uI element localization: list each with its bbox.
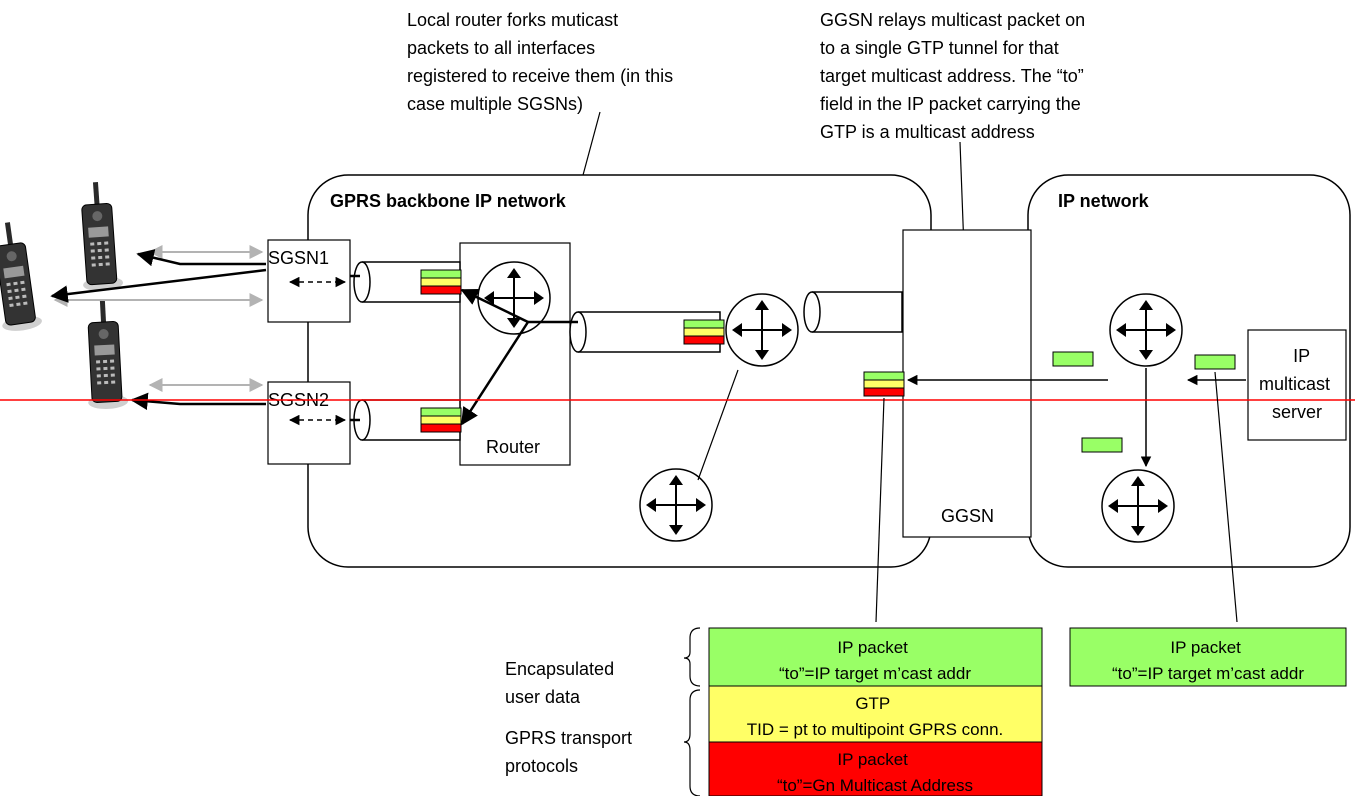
router-link-line: [697, 369, 739, 481]
multicast-server-box: [1247, 329, 1347, 441]
stack-cell-text: IP packet “to”=IP target m’cast addr: [779, 638, 971, 683]
brace-encapsulated: [683, 627, 701, 687]
stack-cell-gtp: [708, 685, 1043, 743]
brace-transport: [683, 689, 701, 796]
router-icon: [1109, 293, 1183, 367]
stack-cell-ip-transport: [708, 741, 1043, 796]
router-fork-lines: [350, 274, 578, 426]
mobile-phone-icon: [82, 298, 130, 411]
gprs-backbone-title: GPRS backbone IP network: [330, 191, 567, 211]
router-fork-line: packets to all interfaces: [407, 38, 595, 58]
packet-icon: [863, 371, 905, 397]
stack-callout-line: [875, 397, 885, 623]
tunnel-icon: [803, 291, 903, 333]
stack-cell-text: GTP TID = pt to multipoint GPRS conn.: [747, 694, 1004, 739]
packet-icon: [420, 269, 462, 295]
router-icon: [1101, 469, 1175, 543]
stack-callout-line: [1214, 371, 1238, 623]
ggsn-relay-line: GTP is a multicast address: [820, 122, 1035, 142]
multicast-server-label: IP multicast server: [1259, 346, 1335, 422]
router-label: Router: [486, 437, 540, 457]
packet-icon: [1194, 354, 1236, 370]
router-fork-line: Local router forks muticast: [407, 10, 618, 30]
router-fork-line: case multiple SGSNs): [407, 94, 583, 114]
mobile-phone-icon: [0, 219, 44, 334]
stack-cell-text: IP packet “to”=Gn Multicast Address: [777, 750, 973, 795]
router-icon: [725, 293, 799, 367]
ggsn-box: [902, 229, 1032, 538]
router-fork-line: registered to receive them (in this: [407, 66, 673, 86]
stack-cell-ip-user: [1069, 627, 1347, 687]
mobile-phone-icon: [75, 180, 125, 293]
protocol-stack-right: IP packet “to”=IP target m’cast addr: [1069, 627, 1347, 687]
packet-icon: [1081, 437, 1123, 453]
stack-cell-text: IP packet “to”=IP target m’cast addr: [1112, 638, 1304, 683]
phone-links: [50, 245, 267, 411]
transport-label: GPRS transport protocols: [505, 728, 637, 776]
router-fork-annotation: Local router forks muticast packets to a…: [407, 10, 678, 114]
ggsn-label: GGSN: [941, 506, 994, 526]
ggsn-relay-line: target multicast address. The “to”: [820, 66, 1084, 86]
ip-network-title: IP network: [1058, 191, 1150, 211]
ggsn-relay-annotation: GGSN relays multicast packet on to a sin…: [820, 10, 1090, 142]
encapsulated-label: Encapsulated user data: [505, 659, 619, 707]
gprs-backbone-region: [307, 174, 932, 568]
packet-icon: [683, 319, 725, 345]
ggsn-relay-line: GGSN relays multicast packet on: [820, 10, 1085, 30]
protocol-stack: IP packet “to”=IP target m’cast addr GTP…: [708, 627, 1043, 796]
router-icon: [639, 468, 713, 542]
sgsn1-label: SGSN1: [268, 248, 329, 268]
ggsn-relay-line: to a single GTP tunnel for that: [820, 38, 1059, 58]
packet-icon: [420, 407, 462, 433]
packet-icon: [1052, 351, 1094, 367]
ggsn-relay-line: field in the IP packet carrying the: [820, 94, 1081, 114]
